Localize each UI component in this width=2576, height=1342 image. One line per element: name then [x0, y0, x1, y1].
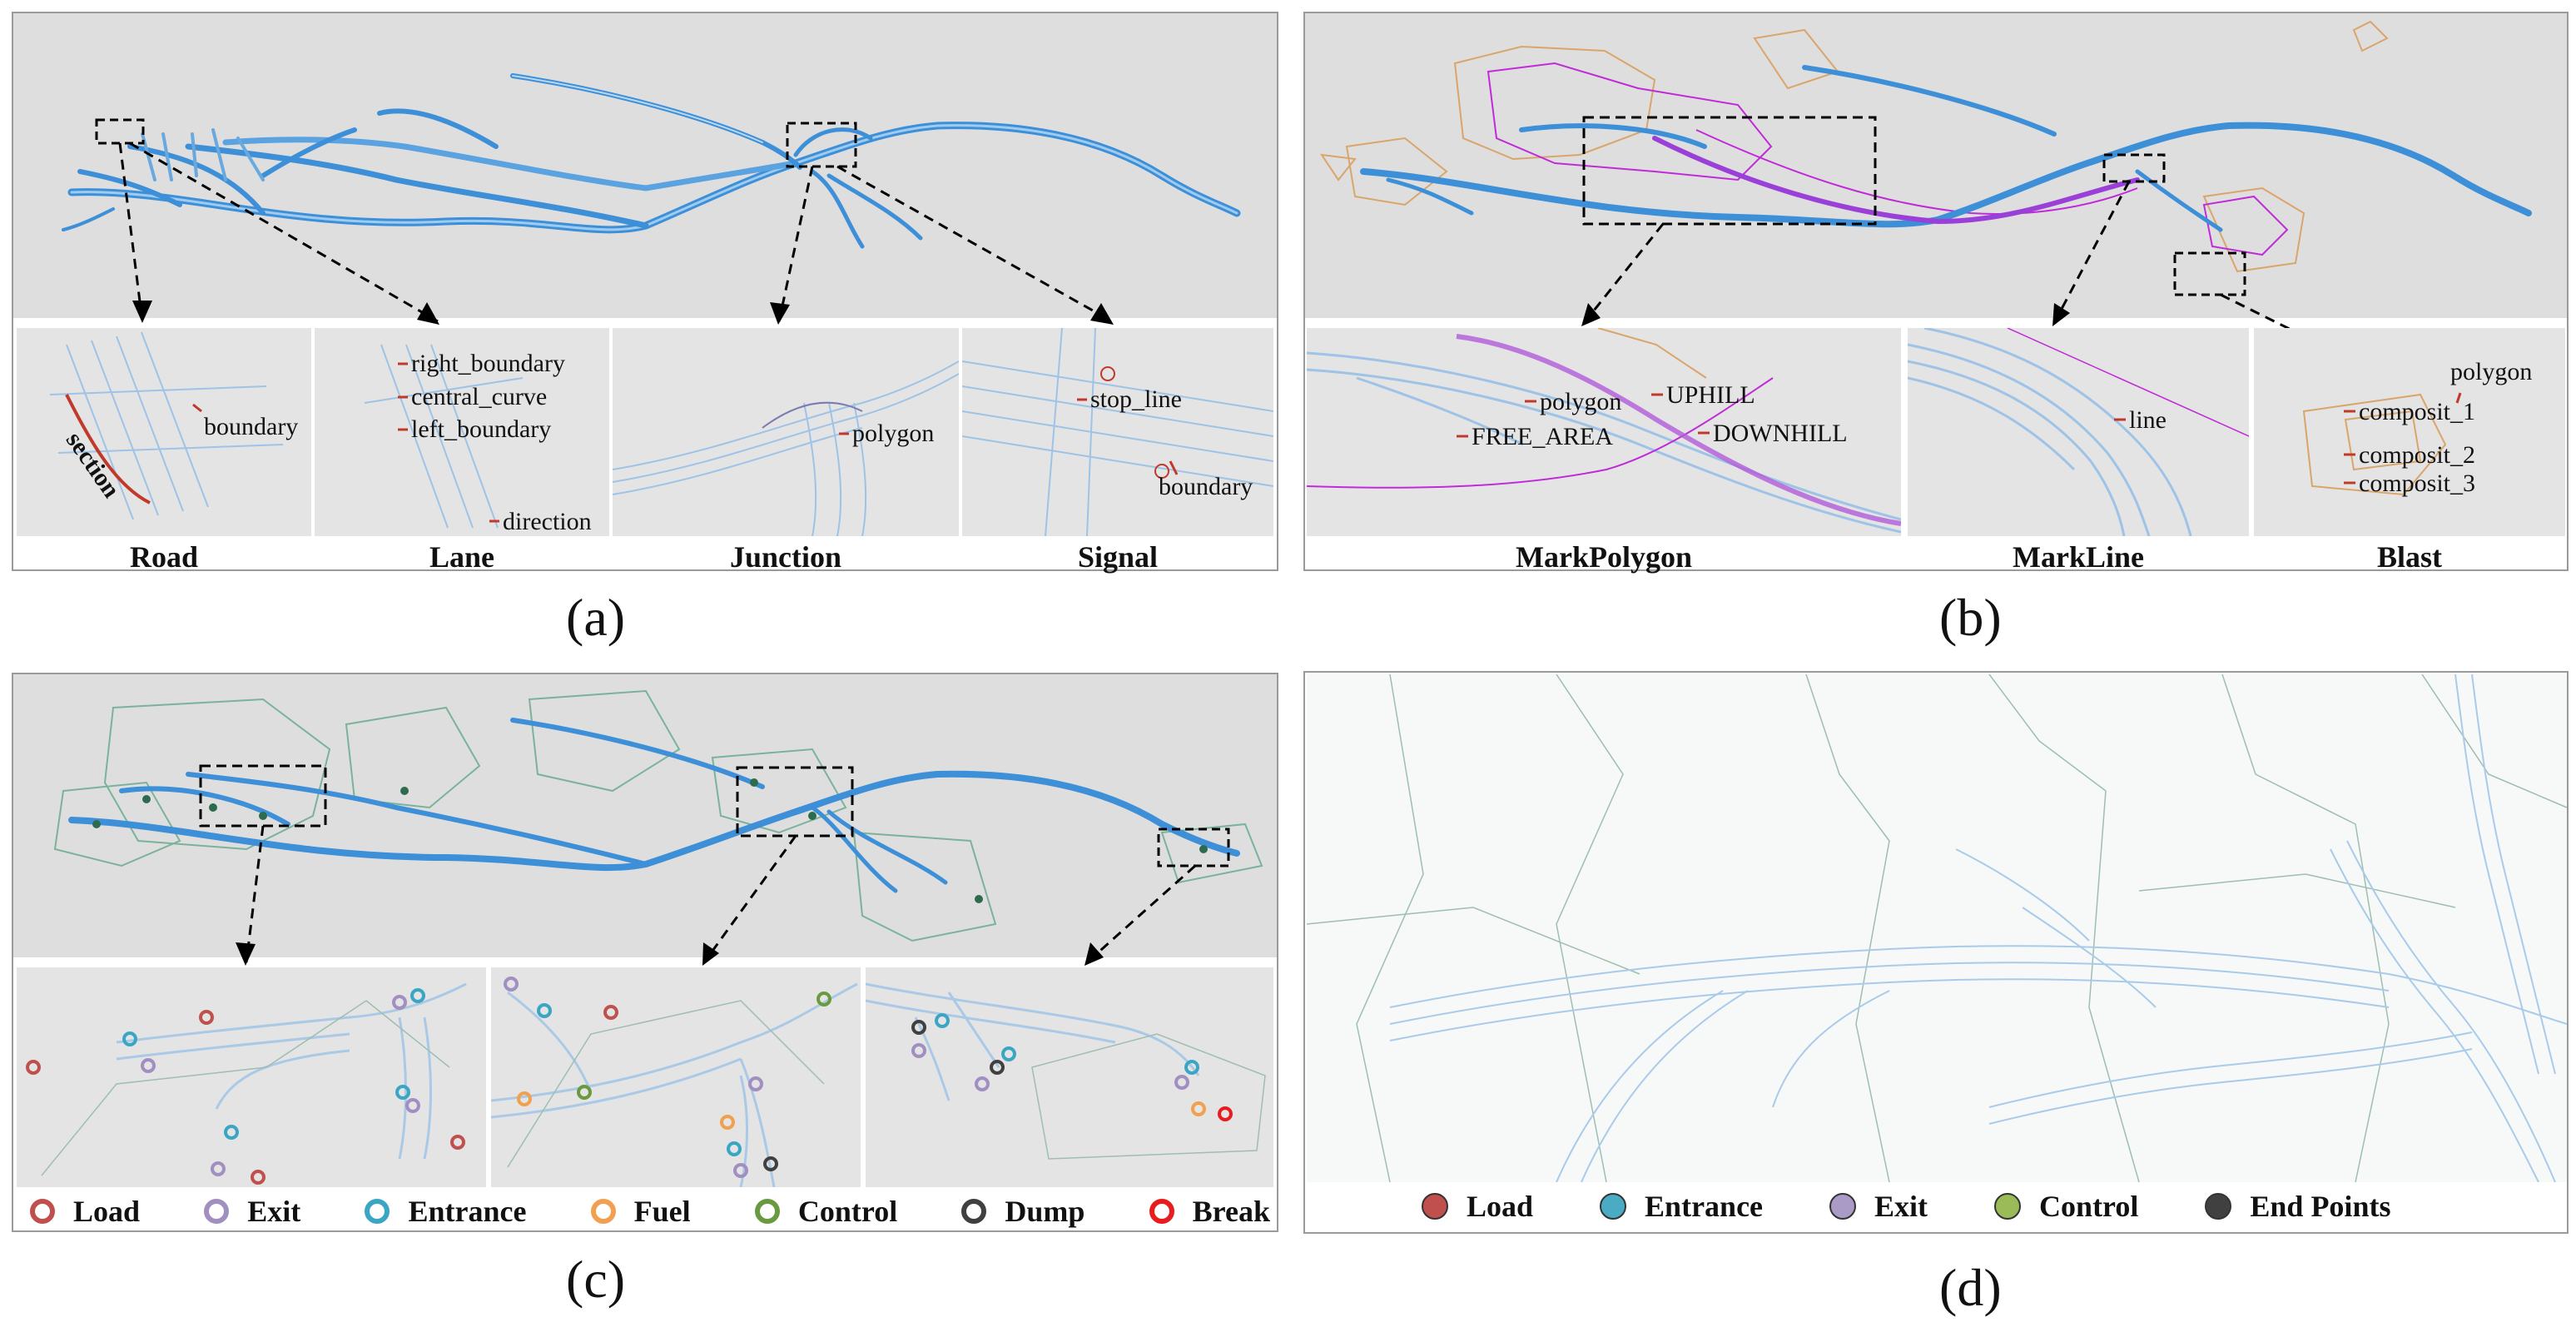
panel-d-legend: Load Entrance Exit Control End Points: [1422, 1189, 2390, 1224]
markline-line-label: line: [2129, 406, 2167, 434]
caption-junction: Junction: [729, 540, 842, 574]
blast-polygon-label: polygon: [2450, 358, 2532, 385]
fuel-ring-icon: [590, 1199, 616, 1224]
control-dot-icon: [1994, 1193, 2022, 1220]
markpolygon-subpanel: polygon UPHILL FREE_AREA DOWNHILL: [1307, 328, 1901, 536]
legend-load-label: Load: [73, 1195, 141, 1228]
road-boundary-label: boundary: [204, 413, 298, 440]
legend-break-label: Break: [1192, 1195, 1270, 1228]
d-legend-entrance: Entrance: [1600, 1189, 1763, 1224]
panel-d-label: (d): [1939, 1258, 2002, 1317]
road-subpanel: boundary section: [17, 328, 311, 536]
endpoints-dot-icon: [2205, 1193, 2232, 1220]
legend-exit-label: Exit: [247, 1195, 301, 1228]
d-legend-endpoints: End Points: [2205, 1189, 2390, 1224]
panel-a-overview-map: [13, 13, 1277, 318]
panel-b-overview-map: [1305, 13, 2567, 318]
legend-dump: Dump: [961, 1194, 1085, 1229]
lane-left-boundary-label: left_boundary: [411, 415, 551, 443]
caption-markline: MarkLine: [2013, 540, 2144, 574]
markpolygon-uphill-label: UPHILL: [1666, 381, 1755, 409]
d-legend-load-label: Load: [1467, 1190, 1534, 1223]
panel-b-mark-network: [1319, 20, 2532, 296]
lane-right-boundary-label: right_boundary: [411, 350, 565, 377]
break-ring-icon: [1149, 1199, 1174, 1224]
zoom-box-blast: [2173, 251, 2246, 296]
lane-central-curve-label: central_curve: [411, 383, 547, 410]
blast-subpanel: polygon composit_1 composit_2 composit_3: [2254, 328, 2565, 536]
caption-signal: Signal: [1077, 540, 1159, 574]
zoom-box-junction: [786, 122, 857, 168]
d-legend-endpoints-label: End Points: [2250, 1190, 2391, 1223]
legend-dump-label: Dump: [1005, 1195, 1085, 1228]
legend-entrance: Entrance: [365, 1194, 526, 1229]
panel-c-road-network: [53, 689, 1263, 942]
caption-blast: Blast: [2376, 540, 2442, 574]
signal-boundary-label: boundary: [1159, 473, 1253, 500]
panel-c-label: (c): [566, 1250, 626, 1309]
dump-ring-icon: [961, 1199, 987, 1224]
d-legend-exit: Exit: [1829, 1189, 1928, 1224]
legend-control: Control: [754, 1194, 898, 1229]
panel-a-road-network: [62, 73, 1241, 249]
legend-entrance-label: Entrance: [408, 1195, 527, 1228]
d-legend-control-label: Control: [2039, 1190, 2139, 1223]
markpolygon-free-area-label: FREE_AREA: [1472, 423, 1613, 450]
zoom-box-markpolygon: [1582, 116, 1877, 226]
blast-composit-3-label: composit_3: [2359, 470, 2475, 497]
legend-control-label: Control: [797, 1195, 898, 1228]
panel-a: boundary section right_boundary central_…: [12, 12, 1278, 574]
d-legend-exit-label: Exit: [1874, 1190, 1928, 1223]
signal-stop-line-label: stop_line: [1090, 385, 1182, 413]
legend-break: Break: [1149, 1194, 1270, 1229]
entrance-dot-icon: [1600, 1193, 1627, 1220]
panel-d: Load Entrance Exit Control End Points: [1303, 671, 2569, 1234]
caption-markpolygon: MarkPolygon: [1516, 540, 1692, 574]
panel-d-topology-graph: [1307, 674, 2567, 1182]
zoom-box-road: [95, 118, 145, 145]
panel-a-label: (a): [566, 588, 626, 647]
markpolygon-downhill-label: DOWNHILL: [1713, 420, 1848, 447]
panel-d-graph-map: [1307, 674, 2567, 1182]
panel-c-legend: Load Exit Entrance Fuel Control Dump Bre…: [30, 1194, 1270, 1229]
blast-composit-2-label: composit_2: [2359, 441, 2475, 469]
entrance-ring-icon: [365, 1199, 390, 1224]
caption-road: Road: [129, 540, 199, 574]
lane-subpanel: right_boundary central_curve left_bounda…: [315, 328, 609, 536]
dump-area-subpanel: [866, 967, 1273, 1187]
road-section-label: section: [61, 427, 126, 504]
markline-subpanel: line: [1908, 328, 2249, 536]
load-dot-icon: [1422, 1193, 1448, 1220]
signal-subpanel: stop_line boundary: [962, 328, 1273, 536]
panel-b: polygon UPHILL FREE_AREA DOWNHILL line: [1303, 12, 2569, 574]
markpolygon-polygon-label: polygon: [1540, 388, 1621, 415]
legend-fuel: Fuel: [590, 1194, 691, 1229]
exit-ring-icon: [204, 1199, 230, 1224]
lane-direction-label: direction: [503, 508, 592, 535]
zoom-box-markline: [2102, 153, 2166, 183]
d-legend-load: Load: [1422, 1189, 1533, 1224]
legend-load: Load: [30, 1194, 140, 1229]
panel-c-overview-map: [13, 674, 1277, 957]
junction-subpanel: polygon: [613, 328, 959, 536]
load-ring-icon: [30, 1199, 55, 1224]
junction-area-subpanel: [491, 967, 861, 1187]
legend-exit: Exit: [204, 1194, 300, 1229]
caption-lane: Lane: [429, 540, 494, 574]
d-legend-entrance-label: Entrance: [1645, 1190, 1764, 1223]
legend-fuel-label: Fuel: [633, 1195, 691, 1228]
load-area-subpanel: [17, 967, 486, 1187]
exit-dot-icon: [1829, 1193, 1857, 1220]
panel-c: Load Exit Entrance Fuel Control Dump Bre…: [12, 673, 1278, 1232]
d-legend-control: Control: [1994, 1189, 2138, 1224]
control-ring-icon: [754, 1199, 780, 1224]
junction-polygon-label: polygon: [852, 420, 934, 447]
panel-b-label: (b): [1939, 588, 2002, 647]
blast-composit-1-label: composit_1: [2359, 398, 2475, 425]
